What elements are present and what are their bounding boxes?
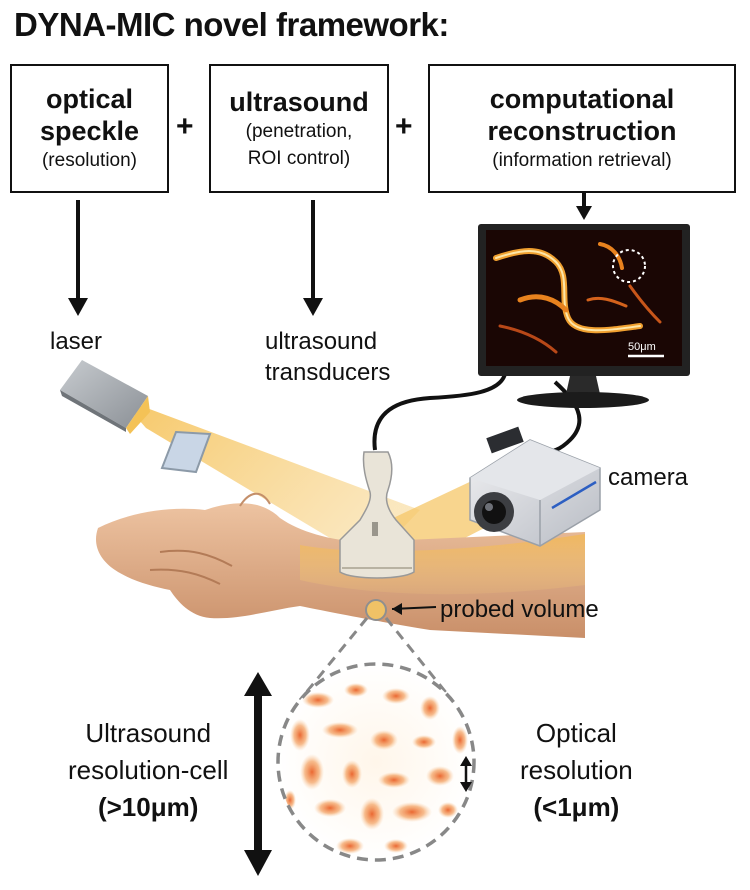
camera-icon <box>469 426 601 547</box>
box1-line2: speckle <box>39 116 140 146</box>
opt-res-line1: Optical <box>535 718 617 748</box>
transducer-label-line2: transducers <box>265 359 391 386</box>
probe-cable <box>372 373 507 451</box>
zoom-line-right <box>384 617 454 701</box>
box1-note: (resolution) <box>41 150 138 171</box>
laser-label: laser <box>50 328 103 355</box>
us-res-line2: resolution-cell <box>68 755 229 785</box>
transducer-label-line1: ultrasound <box>265 328 378 355</box>
ultrasound-probe-icon <box>339 451 415 579</box>
box3-line1: computational <box>489 84 675 114</box>
speckle-pattern <box>284 683 468 854</box>
box3-line2: reconstruction <box>487 116 677 146</box>
probed-volume-label: probed volume <box>440 596 599 623</box>
ultrasound-resolution-arrow <box>244 672 272 876</box>
laser-icon <box>60 360 150 434</box>
forearm-glow <box>300 534 585 595</box>
ultrasound-resolution-label: Ultrasound resolution-cell (>10μm) <box>68 715 228 826</box>
arrow-box1-laser <box>68 200 88 316</box>
box2-line1: ultrasound <box>229 86 369 117</box>
camera-label: camera <box>608 464 689 491</box>
optical-resolution-arrow <box>460 756 472 792</box>
probed-volume-dot <box>365 599 387 621</box>
box1-line1: optical <box>45 84 133 114</box>
zoom-line-left <box>298 617 369 701</box>
scale-bar-label: 50μm <box>628 341 656 353</box>
optical-resolution-label: Optical resolution (<1μm) <box>520 715 633 826</box>
computational-reconstruction-box: computational reconstruction (informatio… <box>428 64 736 193</box>
arrow-box3-monitor <box>576 192 592 220</box>
plus-sign-2: + <box>395 110 413 143</box>
us-res-line3: (>10μm) <box>97 792 199 822</box>
page-title: DYNA-MIC novel framework: <box>14 6 449 43</box>
optic-window-icon <box>160 430 212 474</box>
ultrasound-transducers-label: ultrasound transducers <box>265 326 390 388</box>
optical-speckle-box: optical speckle (resolution) <box>10 64 169 193</box>
ultrasound-box: ultrasound (penetration, ROI control) <box>209 64 389 193</box>
us-res-line1: Ultrasound <box>85 718 212 748</box>
vessel-image <box>493 242 662 354</box>
plus-sign-1: + <box>176 110 194 143</box>
opt-res-line3: (<1μm) <box>533 792 620 822</box>
monitor-icon: 50μm <box>478 224 690 408</box>
box3-note: (information retrieval) <box>492 150 672 171</box>
opt-res-line2: resolution <box>520 755 633 785</box>
box2-note2: ROI control) <box>247 147 351 169</box>
speckle-zoom-circle <box>276 662 476 862</box>
box2-note1: (penetration, <box>245 120 353 142</box>
roi-circle <box>612 249 646 283</box>
arrow-box2-transducers <box>303 200 323 316</box>
